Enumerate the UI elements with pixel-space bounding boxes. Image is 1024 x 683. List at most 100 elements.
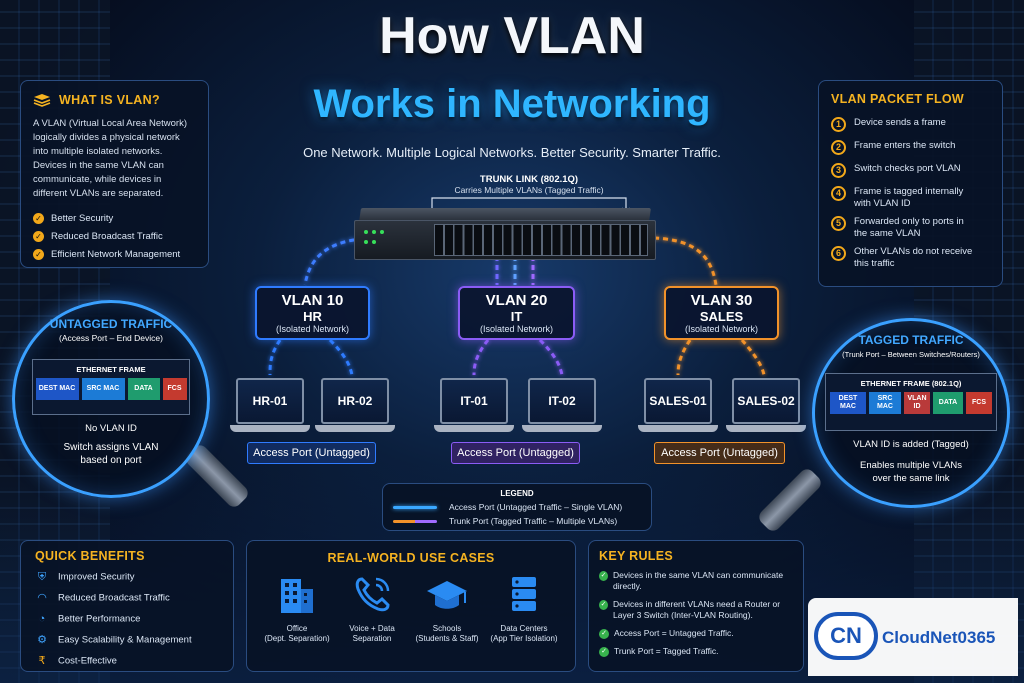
step-text: Device sends a frame (854, 117, 946, 128)
frame-cell-dest-mac: DEST MAC (35, 378, 79, 400)
phone-icon (355, 577, 390, 612)
use-cases-panel: REAL-WORLD USE CASES Office(Dept. Separa… (246, 540, 576, 672)
network-switch (354, 208, 656, 262)
vlan-30-box: VLAN 30 SALES (Isolated Network) (664, 286, 779, 340)
step-number-icon: 5 (831, 216, 846, 231)
vlan-30-dept: SALES (699, 309, 744, 324)
vlan-10-dept: HR (303, 309, 322, 324)
access-port-label-vlan10: Access Port (Untagged) (247, 442, 376, 464)
frame-cell-data: DATA (933, 392, 963, 414)
check-icon: ✓ (599, 647, 609, 657)
check-icon: ✓ (599, 629, 609, 639)
benefit-item: ₹Cost-Effective (35, 654, 219, 668)
legend-item-trunk: Trunk Port (Tagged Traffic – Multiple VL… (393, 516, 641, 526)
coin-icon: ₹ (38, 655, 46, 667)
trunk-link-title: TRUNK LINK (802.1Q) (479, 174, 579, 185)
quick-benefits-title: QUICK BENEFITS (35, 549, 145, 563)
vlan-30-note: (Isolated Network) (684, 324, 759, 334)
key-rules-title: KEY RULES (599, 549, 674, 563)
frame-cell-dest-mac: DEST MAC (830, 392, 866, 414)
frame-cell-fcs: FCS (162, 378, 187, 400)
wifi-icon: ◠ (37, 592, 47, 604)
use-cases-title: REAL-WORLD USE CASES (327, 551, 495, 565)
server-icon (512, 577, 536, 611)
check-icon: ✓ (33, 249, 44, 261)
laptop-sales-01: SALES-01 (638, 378, 718, 438)
tagged-title: TAGGED TRAFFIC (858, 333, 964, 347)
check-icon: ✓ (599, 600, 608, 610)
step-number-icon: 3 (831, 163, 846, 178)
quick-benefits-panel: QUICK BENEFITS ⛨Improved Security ◠Reduc… (20, 540, 234, 672)
key-rules-panel: KEY RULES ✓Devices in the same VLAN can … (588, 540, 804, 672)
untagged-frame-title: ETHERNET FRAME (76, 365, 146, 374)
brand-badge: CN (830, 623, 862, 648)
benefit-item: ⚙Easy Scalability & Management (35, 633, 219, 647)
laptop-it-02: IT-02 (522, 378, 602, 438)
access-link-it01 (472, 339, 490, 376)
title-line2: Works in Networking (313, 82, 711, 126)
vlan-20-name: VLAN 20 (485, 292, 548, 309)
packet-flow-title: VLAN PACKET FLOW (831, 92, 965, 106)
step-text: Switch checks port VLAN (854, 163, 961, 174)
frame-cell-vlan-id: VLAN ID (904, 392, 930, 414)
frame-cell-data: DATA (127, 378, 160, 400)
key-rule: ✓ Devices in different VLANs need a Route… (599, 599, 793, 621)
step-number-icon: 6 (831, 246, 846, 261)
what-is-vlan-body: A VLAN (Virtual Local Area Network) logi… (33, 118, 188, 199)
legend-item-access: Access Port (Untagged Traffic – Single V… (393, 502, 641, 512)
tagged-note1: VLAN ID is added (Tagged) (853, 439, 969, 450)
frame-cell-src-mac: SRC MAC (81, 378, 125, 400)
use-case-schools: Schools(Students & Staff) (404, 573, 490, 644)
access-link-sales02 (740, 339, 766, 376)
flow-step: 5 Forwarded only to ports in the same VLA… (831, 216, 990, 240)
gauge-icon: ◔ (38, 613, 46, 625)
legend-title: LEGEND (500, 489, 534, 498)
frame-cell-fcs: FCS (966, 392, 992, 414)
vlan-30-name: VLAN 30 (690, 292, 753, 309)
benefit-item: ◔Better Performance (35, 612, 219, 626)
untagged-frame: ETHERNET FRAME DEST MAC SRC MAC DATA FCS (32, 359, 190, 415)
vlan-10-note: (Isolated Network) (275, 324, 350, 334)
key-rule-text: Access Port = Untagged Traffic. (614, 628, 734, 638)
step-text: Frame is tagged internally with VLAN ID (854, 186, 964, 209)
brand-logo: CN (814, 612, 878, 660)
tagged-frame: ETHERNET FRAME (802.1Q) DEST MAC SRC MAC… (825, 373, 997, 431)
brand-area: CN CloudNet0365 (808, 598, 1018, 676)
untagged-note1: No VLAN ID (85, 423, 137, 434)
step-text: Other VLANs do not receive this traffic (854, 246, 973, 269)
legend-panel: LEGEND Access Port (Untagged Traffic – S… (382, 483, 652, 531)
check-icon: ✓ (33, 213, 44, 224)
what-is-point: ✓Efficient Network Management (33, 249, 196, 260)
step-number-icon: 4 (831, 186, 846, 201)
tagged-traffic-lens: TAGGED TRAFFIC (Trunk Port – Between Swi… (812, 318, 1010, 508)
untagged-traffic-lens: UNTAGGED TRAFFIC (Access Port – End Devi… (12, 300, 210, 498)
access-port-label-vlan20: Access Port (Untagged) (451, 442, 580, 464)
vlan-10-box: VLAN 10 HR (Isolated Network) (255, 286, 370, 340)
access-link-sales01 (676, 339, 692, 376)
shield-icon: ⛨ (37, 571, 47, 583)
access-link-it02 (538, 338, 564, 376)
title-line1: How VLAN (379, 7, 645, 65)
use-case-data-centers: Data Centers(App Tier Isolation) (481, 573, 567, 644)
what-is-point: ✓Better Security (33, 213, 196, 224)
vlan-10-name: VLAN 10 (281, 292, 344, 309)
legend-swatch-trunk (393, 519, 437, 523)
benefit-item: ◠Reduced Broadcast Traffic (35, 591, 219, 605)
step-text: Frame enters the switch (854, 140, 956, 151)
building-icon (281, 579, 313, 613)
check-icon: ✓ (33, 231, 44, 243)
status-led-panel (364, 228, 398, 254)
untagged-note2: Switch assigns VLAN based on port (63, 442, 159, 466)
step-text: Forwarded only to ports in the same VLAN (854, 216, 964, 239)
trunk-bracket (431, 197, 627, 212)
switch-ports (434, 224, 648, 256)
flow-step: 3 Switch checks port VLAN (831, 163, 990, 178)
key-rule-text: Trunk Port = Tagged Traffic. (614, 646, 719, 656)
graduation-cap-icon (427, 581, 467, 609)
key-rule-text: Devices in different VLANs need a Router… (613, 599, 781, 620)
laptop-it-01: IT-01 (434, 378, 514, 438)
flow-step: 6 Other VLANs do not receive this traffic (831, 246, 990, 270)
untagged-title: UNTAGGED TRAFFIC (49, 317, 173, 331)
